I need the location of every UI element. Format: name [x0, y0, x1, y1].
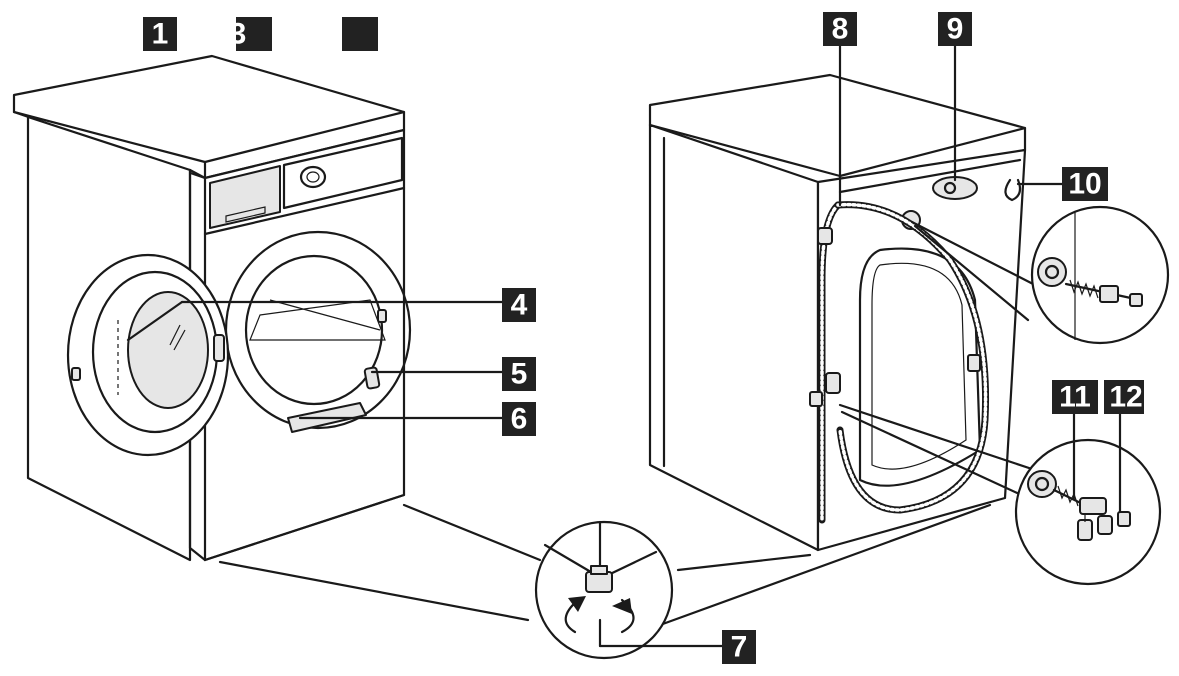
callout-10-label: 10 — [1068, 168, 1101, 201]
callout-1: 1 — [143, 17, 177, 51]
callout-7-label: 7 — [731, 631, 748, 664]
callout-8-label: 8 — [832, 13, 849, 46]
rear-machine-back-panel — [816, 148, 1027, 552]
door-glass — [127, 291, 209, 409]
hose-clip-upper — [817, 227, 833, 245]
spacer-detail — [1079, 497, 1107, 515]
callout-12: 12 — [1104, 380, 1144, 414]
callout-3: 3 — [226, 17, 272, 51]
callout-11: 11 — [1052, 380, 1098, 414]
transit-bolt-detail-upper — [1030, 205, 1170, 345]
leader-lines — [126, 38, 1122, 648]
callout-2 — [342, 17, 378, 51]
drum-opening — [244, 254, 384, 406]
callout-10: 10 — [1062, 167, 1108, 201]
callout-11-label: 11 — [1059, 381, 1091, 414]
door-hinge — [213, 334, 225, 362]
callout-4: 4 — [502, 288, 536, 322]
foot-magnifier — [218, 503, 992, 660]
callout-7: 7 — [722, 630, 756, 664]
callout-1-label: 1 — [152, 18, 169, 51]
callout-9-label: 9 — [947, 13, 964, 46]
hose-clip-lower — [825, 372, 841, 394]
callout-3-label: 3 — [230, 18, 247, 51]
water-inlet-hook — [1004, 178, 1022, 202]
rear-machine — [648, 73, 1170, 586]
callout-5: 5 — [502, 357, 536, 391]
door-latch-catch — [363, 366, 381, 390]
callout-9: 9 — [938, 12, 972, 46]
callout-6: 6 — [502, 402, 536, 436]
programme-knob — [299, 165, 327, 189]
control-panel — [282, 136, 404, 210]
callout-5-label: 5 — [511, 358, 528, 391]
callout-8: 8 — [823, 12, 857, 46]
front-machine — [12, 54, 412, 562]
callout-6-label: 6 — [511, 403, 528, 436]
detergent-drawer — [209, 165, 281, 229]
callout-4-label: 4 — [511, 289, 528, 322]
callout-12-label: 12 — [1109, 381, 1142, 414]
rear-machine-side-panel — [648, 123, 820, 552]
back-recess — [858, 247, 982, 487]
